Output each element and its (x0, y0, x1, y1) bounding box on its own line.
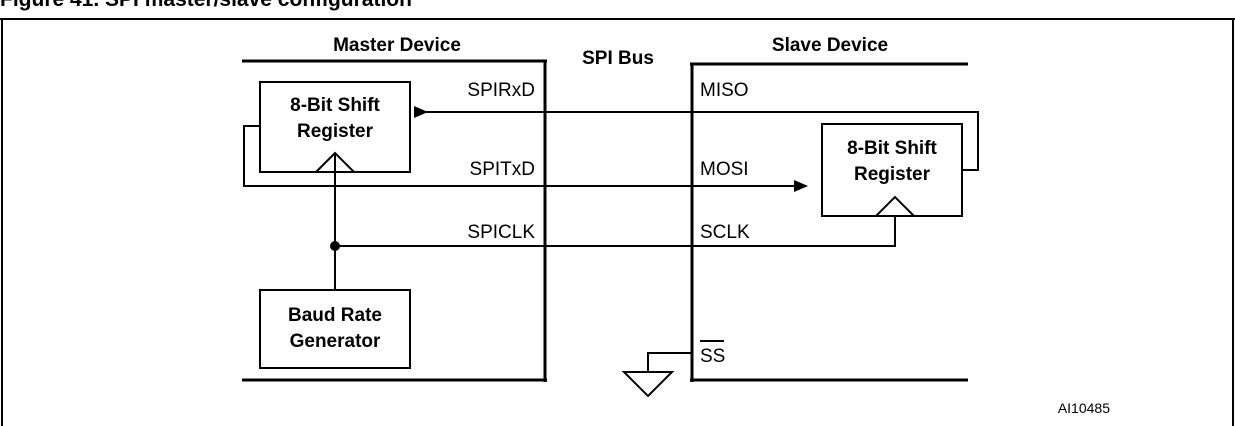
master-device-boundary (242, 59, 547, 382)
spiclk-label: SPICLK (467, 222, 535, 243)
spirxd-label: SPIRxD (467, 80, 535, 101)
figure-caption: Figure 41. SPI master/slave configuratio… (0, 0, 412, 12)
sclk-label: SCLK (700, 222, 750, 243)
master-shift-register-line1: 8-Bit Shift (290, 95, 380, 116)
master-shift-register-line2: Register (297, 121, 374, 142)
slave-device-header: Slave Device (772, 35, 888, 56)
slave-shift-register-line1: 8-Bit Shift (847, 138, 937, 159)
baud-rate-line1: Baud Rate (288, 305, 382, 326)
baud-rate-generator: Baud Rate Generator (259, 289, 411, 369)
ss-ground-connection (621, 352, 692, 398)
mosi-line (243, 125, 808, 192)
clock-line (330, 153, 896, 290)
slave-shift-register: 8-Bit Shift Register (821, 123, 963, 217)
ground-icon (621, 371, 675, 398)
master-device-header: Master Device (333, 35, 461, 56)
baud-rate-line2: Generator (290, 331, 381, 352)
miso-line (414, 106, 979, 171)
slave-clock-input-triangle (875, 195, 915, 217)
spitxd-label: SPITxD (470, 159, 535, 180)
figure-code: AI10485 (1058, 400, 1110, 416)
ss-label: SS (700, 346, 725, 367)
mosi-label: MOSI (700, 159, 749, 180)
spi-bus-label: SPI Bus (582, 48, 654, 69)
clock-junction-dot (330, 241, 340, 251)
slave-shift-register-line2: Register (854, 164, 931, 185)
slave-device-boundary (690, 62, 968, 382)
miso-label: MISO (700, 80, 749, 101)
